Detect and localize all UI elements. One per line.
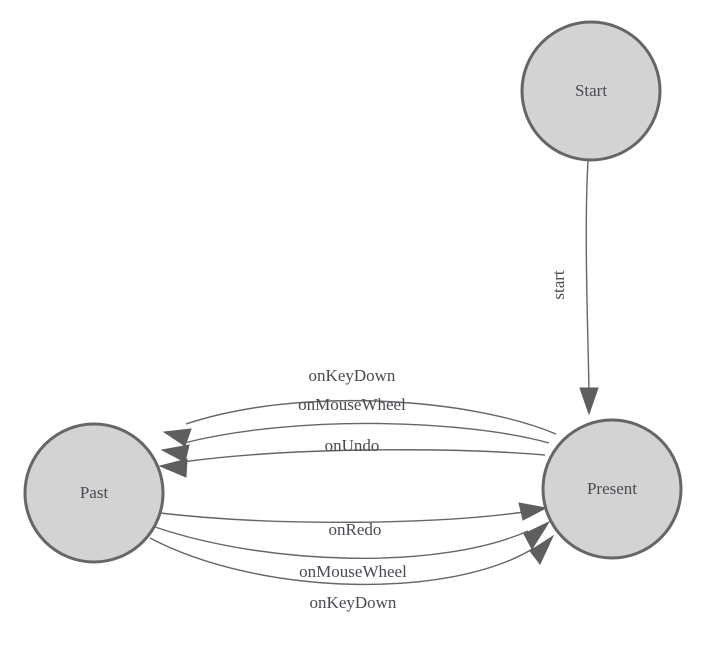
node-start-label: Start [575, 81, 607, 100]
arrowhead-icon [158, 458, 188, 478]
node-past[interactable]: Past [23, 422, 165, 564]
arrowhead-icon [523, 520, 551, 550]
arrowhead-icon [162, 428, 192, 447]
edge-layer: start onKeyDown onMouseWheel onUndo [149, 160, 599, 612]
edge-present-past-onkeydown[interactable]: onKeyDown [162, 366, 557, 447]
node-start[interactable]: Start [520, 20, 662, 162]
edge-label-onundo: onUndo [325, 436, 380, 455]
edge-label-onmousewheel-top: onMouseWheel [298, 395, 406, 414]
edge-past-present-onredo[interactable]: onRedo [159, 502, 548, 539]
arrowhead-icon [518, 502, 548, 521]
edge-label-onkeydown-top: onKeyDown [309, 366, 396, 385]
edge-line [154, 526, 529, 559]
node-present[interactable]: Present [541, 418, 683, 560]
arrowhead-icon [529, 534, 555, 565]
edge-past-present-onkeydown[interactable]: onKeyDown [149, 534, 555, 612]
arrowhead-icon [160, 444, 190, 463]
edge-label-onmousewheel-bottom: onMouseWheel [299, 562, 407, 581]
edge-start-present[interactable]: start [549, 160, 599, 416]
edge-line [149, 537, 535, 586]
node-present-circle[interactable] [541, 418, 683, 560]
node-present-label: Present [587, 479, 637, 498]
node-start-circle[interactable] [520, 20, 662, 162]
node-past-label: Past [80, 483, 109, 502]
edge-present-past-onmousewheel[interactable]: onMouseWheel [160, 395, 550, 463]
node-layer: Start Past Present [23, 20, 683, 564]
edge-past-present-onmousewheel[interactable]: onMouseWheel [154, 520, 551, 581]
edge-label-onredo: onRedo [329, 520, 382, 539]
edge-label-onkeydown-bottom: onKeyDown [310, 593, 397, 612]
node-past-circle[interactable] [23, 422, 165, 564]
edge-line [159, 511, 525, 524]
edge-label-start: start [549, 270, 568, 300]
edge-line [585, 160, 590, 393]
edge-present-past-onundo[interactable]: onUndo [158, 436, 546, 478]
edge-line [181, 449, 546, 463]
arrowhead-icon [579, 387, 599, 416]
edge-line [183, 422, 550, 444]
edge-line [185, 400, 557, 435]
